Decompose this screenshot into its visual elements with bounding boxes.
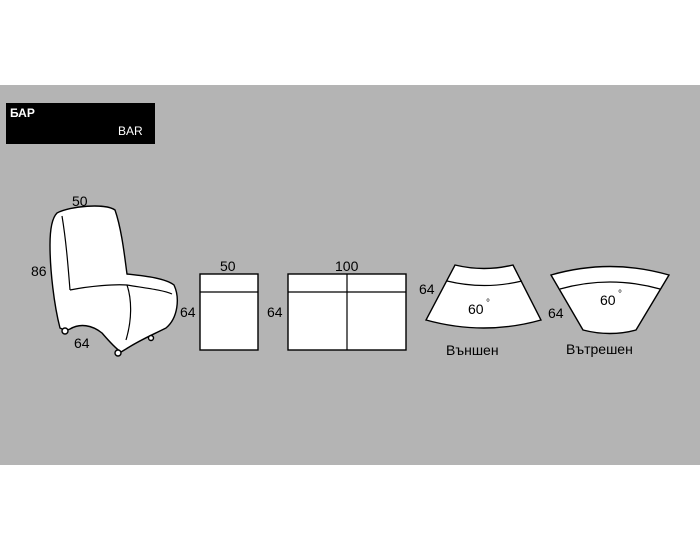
outer-corner-depth-label: 64: [419, 281, 435, 297]
chair-width-label: 50: [72, 193, 88, 209]
title-bulgarian: БАР: [10, 106, 35, 120]
inner-corner-degree-mark: °: [618, 289, 622, 300]
pouf-depth-label: 64: [180, 304, 196, 320]
pouf-drawing: [199, 273, 259, 351]
chair-inner-back-line: [61, 215, 71, 291]
chair-wheel-back: [61, 327, 69, 335]
title-box: [6, 103, 155, 144]
inner-corner-body: [549, 265, 671, 335]
pouf-width-label: 50: [220, 258, 236, 274]
chair-height-label: 86: [31, 263, 47, 279]
inner-corner-drawing: [549, 265, 671, 335]
double-pouf-depth-label: 64: [267, 304, 283, 320]
outer-corner-angle-label: 60: [468, 301, 484, 317]
outer-corner-degree-mark: °: [486, 298, 490, 309]
chair-wheel-front: [114, 349, 122, 357]
chair-wheel-side: [147, 334, 155, 342]
chair-depth-label: 64: [74, 335, 90, 351]
chair-front-curve: [125, 284, 132, 341]
outer-corner-back-line: [446, 280, 523, 287]
inner-corner-back-line: [559, 281, 661, 290]
inner-corner-depth-label: 64: [548, 305, 564, 321]
double-pouf-drawing: [287, 273, 407, 351]
double-pouf-width-label: 100: [335, 258, 359, 274]
pouf-body: [199, 273, 259, 351]
inner-corner-caption: Вътрешен: [566, 341, 633, 357]
outer-corner-body: [424, 264, 543, 329]
chair-drawing: [49, 205, 178, 357]
outer-corner-drawing: [424, 264, 543, 329]
outer-corner-caption: Външен: [446, 342, 499, 358]
title-english: BAR: [118, 124, 143, 138]
inner-corner-angle-label: 60: [600, 292, 616, 308]
